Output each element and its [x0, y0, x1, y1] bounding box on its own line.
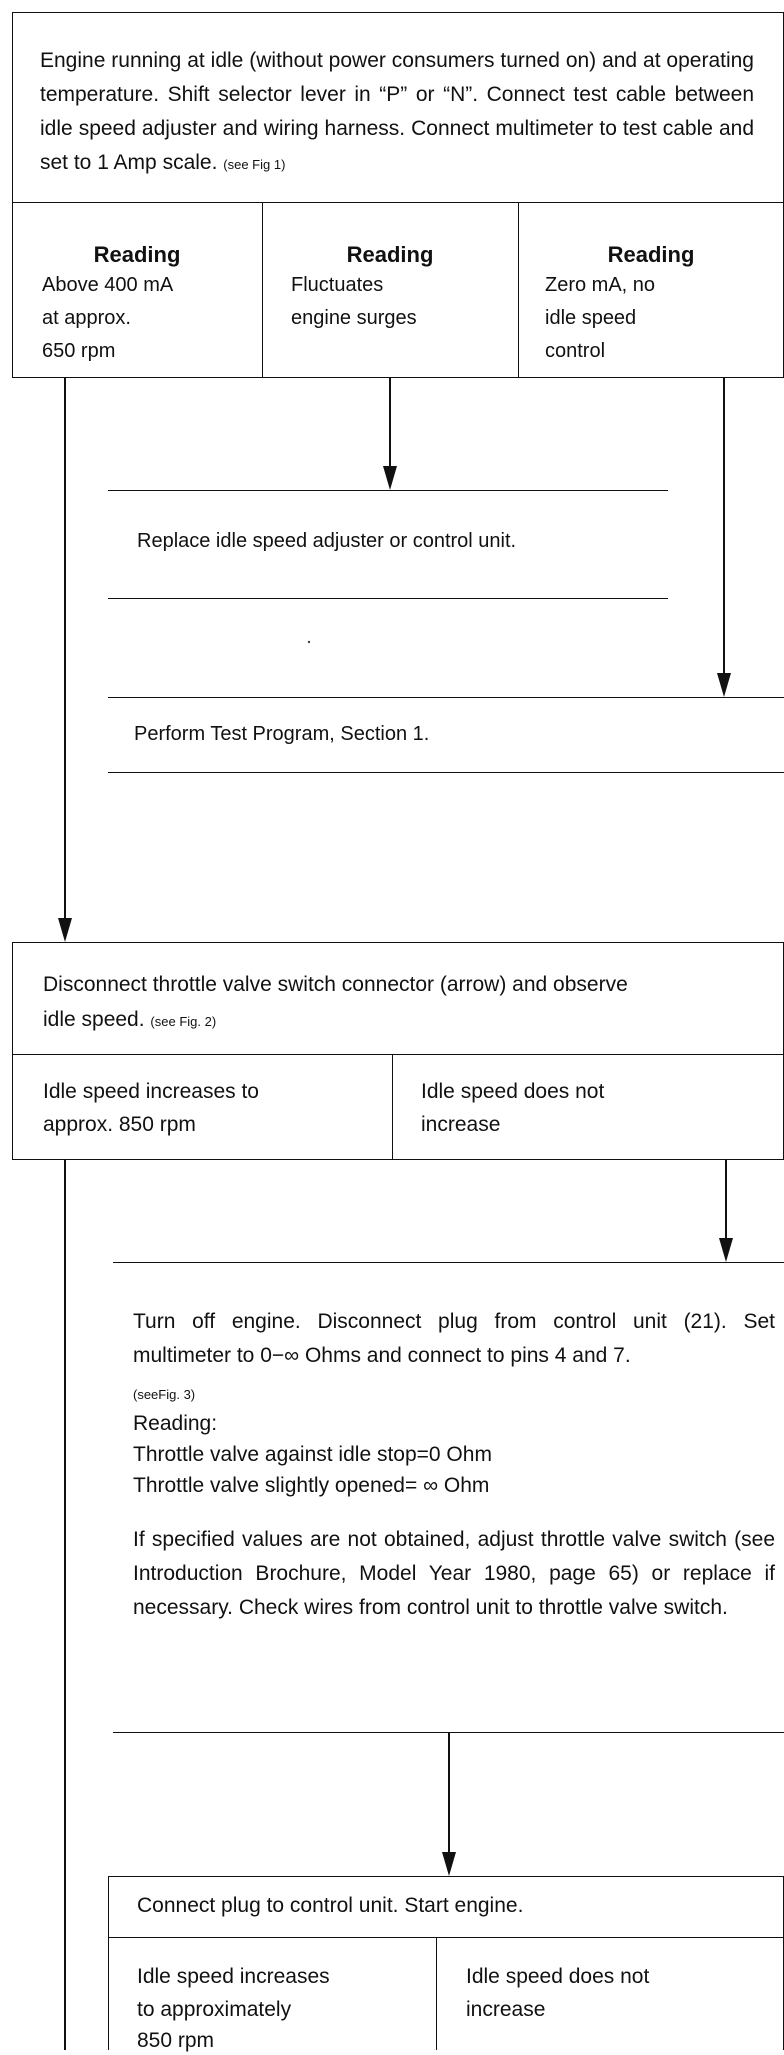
initial-test-box — [12, 12, 784, 378]
reconnect-plug-col-divider — [436, 1937, 437, 2050]
turnoff-reading-slightly-opened: Throttle valve slightly opened= ∞ Ohm — [133, 1474, 490, 1497]
reading-col-divider-1 — [262, 202, 263, 378]
throttle-switch-fig-ref: (see Fig. 2) — [150, 1014, 217, 1029]
reading-1-line1: Above 400 mA — [42, 274, 174, 296]
perform-step-top-rule — [108, 697, 784, 698]
turnoff-reading-idle-stop: Throttle valve against idle stop=0 Ohm — [133, 1443, 492, 1466]
reading-3-heading: Reading — [607, 242, 695, 267]
reconnect-plug-text: Connect plug to control unit. Start engi… — [137, 1894, 524, 1917]
reading-2-line2: engine surges — [291, 307, 417, 329]
reading-3-line3: control — [545, 340, 606, 362]
reading-1-line3: 650 rpm — [42, 340, 116, 362]
throttle-result-increase-line1: Idle speed increases to — [43, 1080, 259, 1103]
reading-2-line1: Fluctuates — [291, 274, 384, 296]
reconnect-plug-divider — [108, 1937, 784, 1938]
throttle-switch-col-divider — [392, 1054, 393, 1160]
plug-result-increase-line1: Idle speed increases — [137, 1965, 330, 1988]
initial-test-instructions: Engine running at idle (without power co… — [40, 44, 754, 182]
throttle-result-increase-line2: approx. 850 rpm — [43, 1113, 196, 1136]
plug-result-increase-line3: 850 rpm — [137, 2029, 215, 2052]
throttle-switch-text-line2: idle speed. (see Fig. 2) — [43, 1005, 216, 1036]
plug-result-increase-line2: to approximately — [137, 1998, 292, 2021]
turnoff-step-top-rule — [113, 1262, 784, 1263]
initial-test-divider — [12, 202, 784, 203]
throttle-switch-divider — [12, 1054, 784, 1055]
replace-step-top-rule — [108, 490, 668, 491]
reading-3-line2: idle speed — [545, 307, 637, 329]
turnoff-reading-label: Reading: — [133, 1412, 218, 1435]
throttle-switch-text-line1: Disconnect throttle valve switch connect… — [43, 973, 628, 996]
replace-step-text: Replace idle speed adjuster or control u… — [137, 530, 517, 552]
turnoff-step-text: Turn off engine. Disconnect plug from co… — [133, 1310, 775, 1367]
reading-1-line2: at approx. — [42, 307, 131, 329]
arrowhead-plug-box — [442, 1852, 456, 1876]
arrowhead-turnoff-step — [719, 1238, 733, 1262]
arrowhead-throttle-box — [58, 918, 72, 942]
arrowhead-perform-step — [717, 673, 731, 697]
turnoff-adjust-note: If specified values are not obtained, ad… — [133, 1528, 775, 1619]
plug-result-no-increase-line2: increase — [466, 1998, 546, 2021]
throttle-result-no-increase-line1: Idle speed does not — [421, 1080, 605, 1103]
plug-result-no-increase-line1: Idle speed does not — [466, 1965, 650, 1988]
reading-1-heading: Reading — [93, 242, 181, 267]
initial-test-text: Engine running at idle (without power co… — [40, 49, 754, 174]
throttle-switch-text-line2-main: idle speed. — [43, 1008, 145, 1031]
perform-step-text: Perform Test Program, Section 1. — [134, 723, 430, 745]
throttle-switch-test-box — [12, 942, 784, 1160]
initial-test-fig-ref: (see Fig 1) — [223, 157, 286, 172]
arrowhead-replace-step — [383, 466, 397, 490]
reading-col-divider-2 — [518, 202, 519, 378]
reading-2-heading: Reading — [346, 242, 434, 267]
turnoff-step-instructions: Turn off engine. Disconnect plug from co… — [133, 1305, 775, 1373]
reading-3-line1: Zero mA, no — [545, 274, 656, 296]
throttle-result-no-increase-line2: increase — [421, 1113, 501, 1136]
perform-step-bottom-rule — [108, 772, 784, 773]
stray-dot — [307, 640, 311, 644]
reconnect-plug-box — [108, 1876, 784, 2050]
turnoff-step-fig-ref: (seeFig. 3) — [133, 1387, 196, 1402]
replace-step-bottom-rule — [108, 598, 668, 599]
